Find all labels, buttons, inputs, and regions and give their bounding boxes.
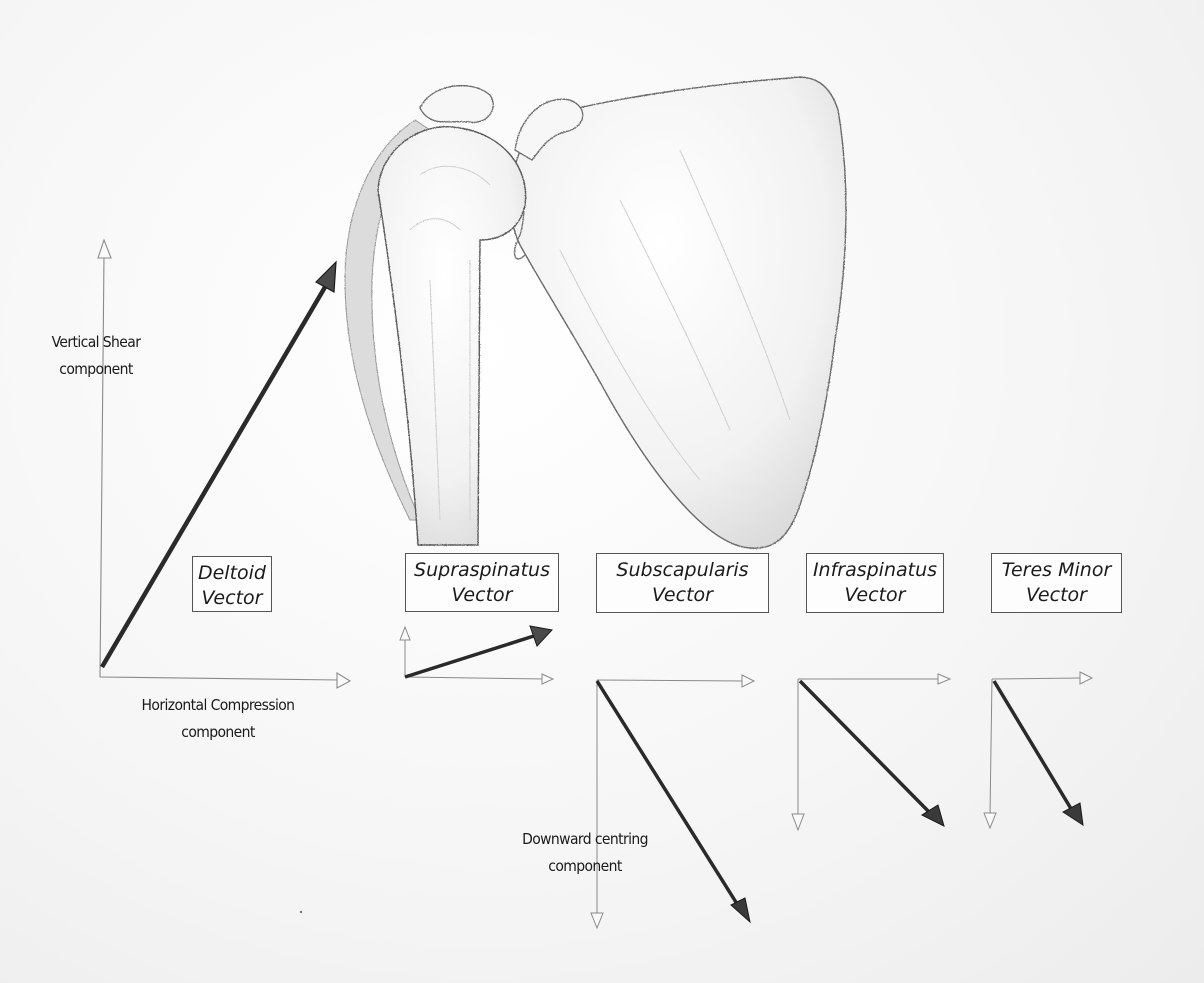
shoulder-bones-drawing <box>345 77 846 548</box>
horizontal-compression-label: Horizontal Compression component <box>118 692 318 746</box>
subscapularis-label-line2: Vector <box>597 583 768 608</box>
deltoid-label-line1: Deltoid <box>193 561 271 586</box>
vertical-shear-line1: Vertical Shear <box>36 329 156 356</box>
infraspinatus-label-line1: Infraspinatus <box>807 558 943 583</box>
scapula-outline <box>510 77 845 548</box>
supraspinatus-label-line1: Supraspinatus <box>406 558 558 583</box>
teres-minor-label-line2: Vector <box>992 583 1121 608</box>
deltoid-vector-label: Deltoid Vector <box>192 556 272 612</box>
horizontal-compression-line2: component <box>118 719 318 746</box>
supraspinatus-label-line2: Vector <box>406 583 558 608</box>
infraspinatus-label-line2: Vector <box>807 583 943 608</box>
teres-minor-vector-label: Teres Minor Vector <box>991 553 1122 613</box>
horizontal-compression-line1: Horizontal Compression <box>118 692 318 719</box>
deltoid-label-line2: Vector <box>193 586 271 611</box>
downward-centring-line1: Downward centring <box>500 826 670 853</box>
downward-centring-label: Downward centring component <box>500 826 670 880</box>
subscapularis-label-line1: Subscapularis <box>597 558 768 583</box>
vertical-shear-line2: component <box>36 356 156 383</box>
infraspinatus-vector-arrow <box>800 681 944 826</box>
downward-centring-line2: component <box>500 853 670 880</box>
teres-minor-label-line1: Teres Minor <box>992 558 1121 583</box>
teres-minor-vector-arrow <box>994 681 1083 825</box>
vertical-shear-label: Vertical Shear component <box>36 329 156 383</box>
acromion-outline <box>420 86 493 123</box>
subscapularis-vector-label: Subscapularis Vector <box>596 553 769 613</box>
infraspinatus-vector-label: Infraspinatus Vector <box>806 553 944 613</box>
teres-minor-axes <box>984 672 1092 828</box>
subscapularis-vector-arrow <box>597 681 750 922</box>
supraspinatus-vector-arrow <box>405 626 552 677</box>
paper-speck <box>300 911 302 913</box>
supraspinatus-vector-label: Supraspinatus Vector <box>405 553 559 612</box>
